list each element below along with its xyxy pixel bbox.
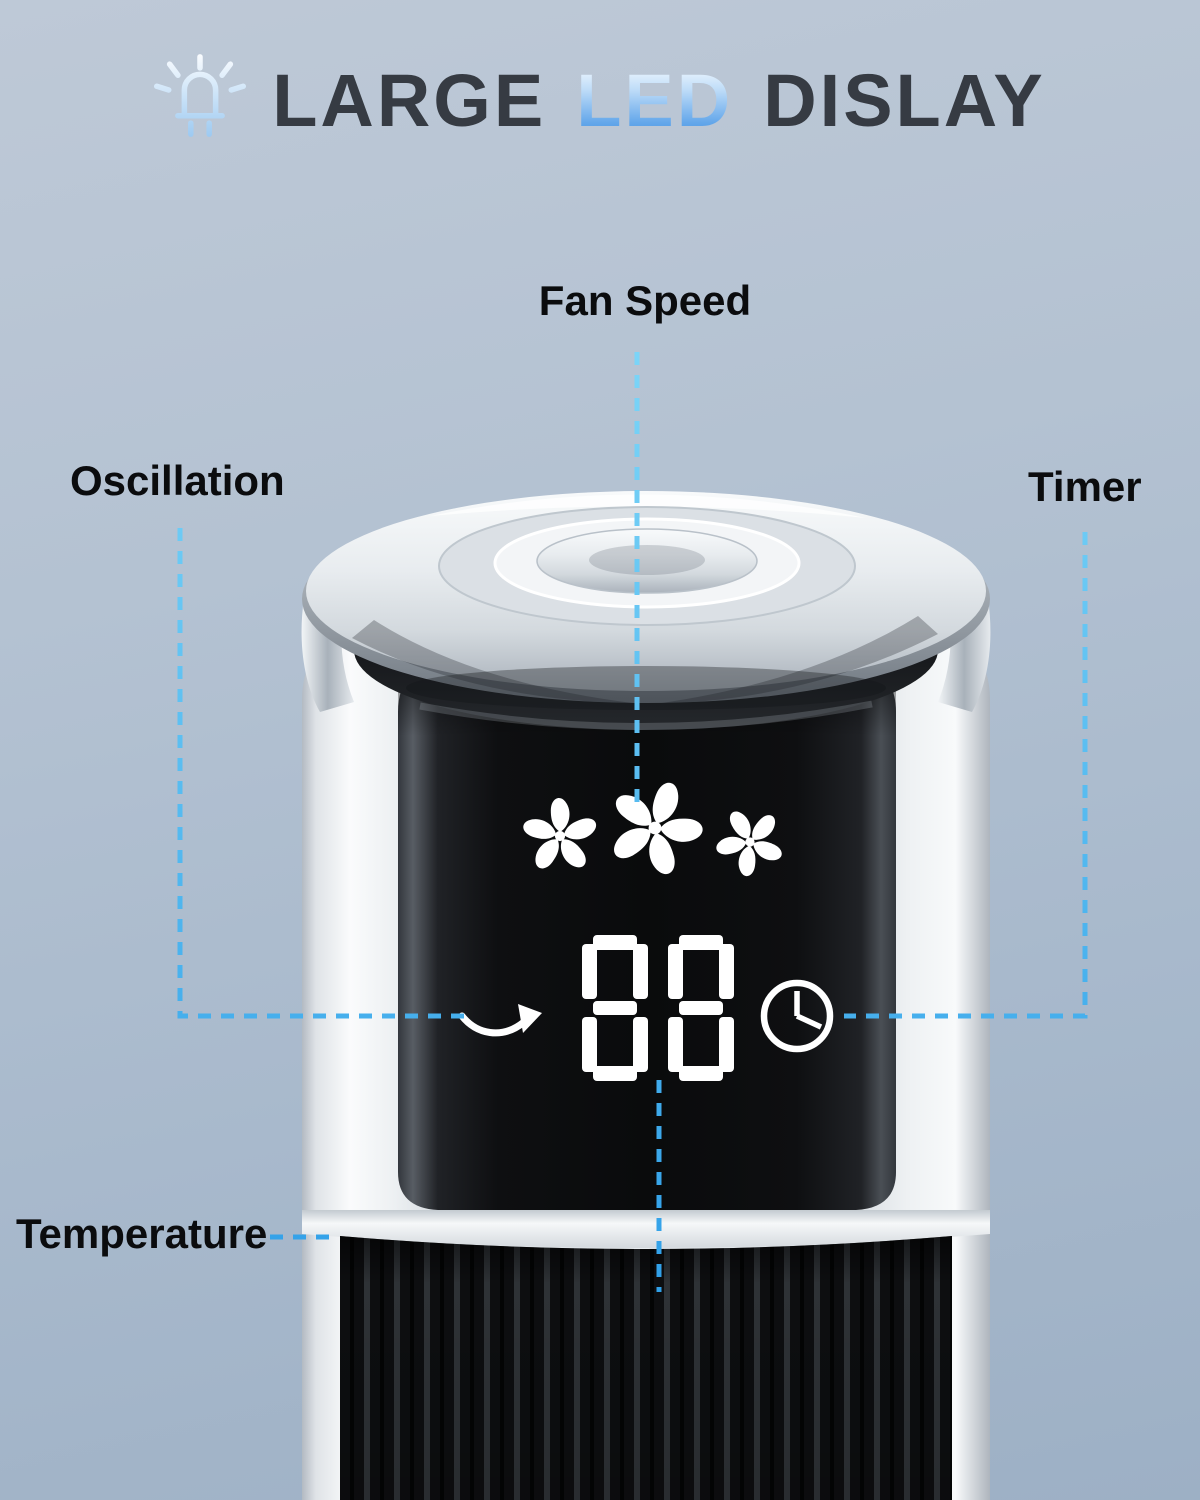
- timer-clock-icon: [760, 979, 834, 1053]
- callout-timer: Timer: [1028, 463, 1142, 510]
- fan-seam-band: [302, 1210, 990, 1248]
- fan-top-cap: [302, 491, 990, 710]
- timer-leader-line: [844, 532, 1088, 1019]
- title-word-dislay: DISLAY: [763, 59, 1046, 142]
- oscillation-arrow-icon: [458, 1004, 542, 1037]
- callout-fan-speed: Fan Speed: [538, 277, 752, 324]
- callout-temperature: Temperature: [16, 1210, 268, 1257]
- leader-lines: [177, 352, 1088, 1292]
- callout-oscillation: Oscillation: [70, 457, 285, 504]
- oscillation-leader-line: [177, 528, 464, 1019]
- page-title: LARGE LED DISLAY: [272, 64, 1046, 138]
- title-word-led: LED: [576, 59, 734, 142]
- led-display-panel: [398, 658, 896, 1210]
- header: LARGE LED DISLAY: [0, 52, 1200, 150]
- led-bulb-icon: [154, 52, 247, 150]
- title-word-large: LARGE: [272, 59, 547, 142]
